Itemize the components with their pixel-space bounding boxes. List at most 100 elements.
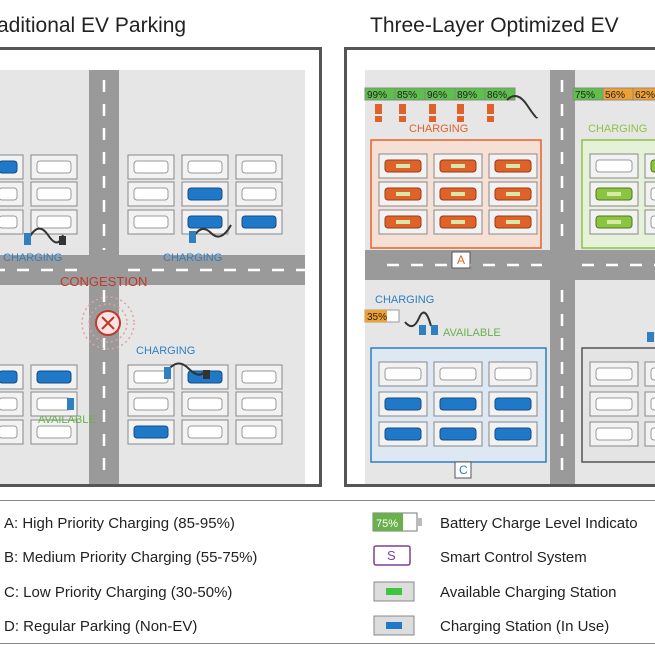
parking-spot [127, 209, 175, 235]
battery-percent: 85% [397, 90, 417, 101]
parking-spot [433, 421, 483, 447]
car-icon [241, 160, 277, 174]
parking-spot [589, 181, 639, 207]
car-icon [0, 215, 18, 229]
battery-indicator: 62% [632, 87, 655, 101]
parking-spots [378, 153, 655, 447]
parking-spot [488, 361, 538, 387]
car-icon [36, 397, 72, 411]
battery-indicator: 89% [454, 87, 486, 101]
right-panel-title: Three-Layer Optimized EV [370, 14, 619, 37]
charge-indicator [451, 164, 465, 168]
legend-top-divider [0, 500, 655, 501]
car-icon [650, 427, 655, 441]
charger-icon [375, 104, 382, 114]
battery-indicator: 56% [602, 87, 634, 101]
car-icon [133, 370, 169, 384]
parking-spot [0, 364, 24, 390]
spot-outline [644, 391, 655, 417]
charge-indicator [451, 192, 465, 196]
battery-indicator: 96% [424, 87, 456, 101]
parking-spot [378, 361, 428, 387]
car-icon [439, 367, 477, 381]
legend-in-use-label: Charging Station (In Use) [440, 618, 610, 635]
parking-spot [235, 181, 283, 207]
in-use-station-icon [373, 615, 415, 636]
car-icon [0, 160, 18, 174]
car-icon [595, 159, 633, 173]
car-icon [650, 215, 655, 229]
charger-icon [419, 325, 426, 335]
parking-spot [589, 361, 639, 387]
parking-spot [181, 419, 229, 445]
parking-spot [644, 153, 655, 179]
parking-spot [127, 419, 175, 445]
battery-percent: 62% [635, 90, 655, 101]
car-icon [187, 160, 223, 174]
parking-spot [378, 209, 428, 235]
car-icon [133, 160, 169, 174]
parking-spot [0, 391, 24, 417]
parking-spot [433, 153, 483, 179]
parking-spot [433, 181, 483, 207]
charger-icon [487, 104, 494, 114]
charger-icon [457, 116, 464, 122]
parking-spot [30, 209, 78, 235]
parking-spot [127, 391, 175, 417]
charger-icon [647, 332, 654, 342]
parking-spot [181, 154, 229, 180]
parking-spot [589, 209, 639, 235]
zone-a-battery-indicators: 99%85%96%89%86% [364, 87, 516, 101]
battery-percent: 96% [427, 90, 447, 101]
parking-spot [488, 391, 538, 417]
charger-icon [487, 116, 494, 122]
charger-icon [399, 104, 406, 114]
car-icon [650, 159, 655, 173]
zone-c-marker: C [454, 461, 472, 479]
parking-spot [378, 153, 428, 179]
parking-spot [433, 391, 483, 417]
car-icon [650, 367, 655, 381]
available-label: AVAILABLE [38, 414, 96, 426]
zone-a-charging-label: CHARGING [409, 123, 468, 135]
car-icon [494, 427, 532, 441]
legend: A: High Priority Charging (85-95%) B: Me… [0, 500, 655, 650]
car-icon [133, 397, 169, 411]
legend-item-d: D: Regular Parking (Non-EV) [4, 618, 198, 635]
parking-spot [127, 154, 175, 180]
traditional-parking-panel: CHARGING CHARGING CHARGING CONGESTION AV… [0, 47, 322, 487]
battery-indicator: 99% [364, 87, 396, 101]
car-icon [595, 367, 633, 381]
car-icon [0, 370, 18, 384]
parking-spot [235, 364, 283, 390]
congestion-icon [81, 296, 135, 350]
parking-spot [0, 154, 24, 180]
car-icon [36, 370, 72, 384]
legend-available-label: Available Charging Station [440, 584, 617, 601]
left-panel-title: raditional EV Parking [0, 14, 187, 37]
car-icon [187, 397, 223, 411]
battery-percent: 89% [457, 90, 477, 101]
zone-c-battery: 35% [364, 309, 400, 323]
parking-spot [488, 209, 538, 235]
parking-spot [30, 154, 78, 180]
optimized-parking-panel: 99%85%96%89%86% 75%56%62% CHARGING CHARG… [344, 47, 655, 487]
zone-a-chargers [375, 104, 494, 122]
parking-spot [644, 181, 655, 207]
parking-spot [433, 361, 483, 387]
parking-spot [235, 209, 283, 235]
car-icon [384, 427, 422, 441]
battery-percent: 99% [367, 90, 387, 101]
congestion-label: CONGESTION [60, 274, 147, 289]
car-icon [187, 425, 223, 439]
zone-b-battery-indicators: 75%56%62% [572, 87, 655, 101]
charger-icon [375, 116, 382, 122]
parking-spot [235, 391, 283, 417]
battery-indicator: 85% [394, 87, 426, 101]
svg-text:75%: 75% [376, 518, 398, 530]
battery-percent: 56% [605, 90, 625, 101]
svg-text:A: A [457, 253, 465, 267]
zone-c-charging-label: CHARGING [375, 294, 434, 306]
car-icon [241, 215, 277, 229]
parking-spot [589, 421, 639, 447]
